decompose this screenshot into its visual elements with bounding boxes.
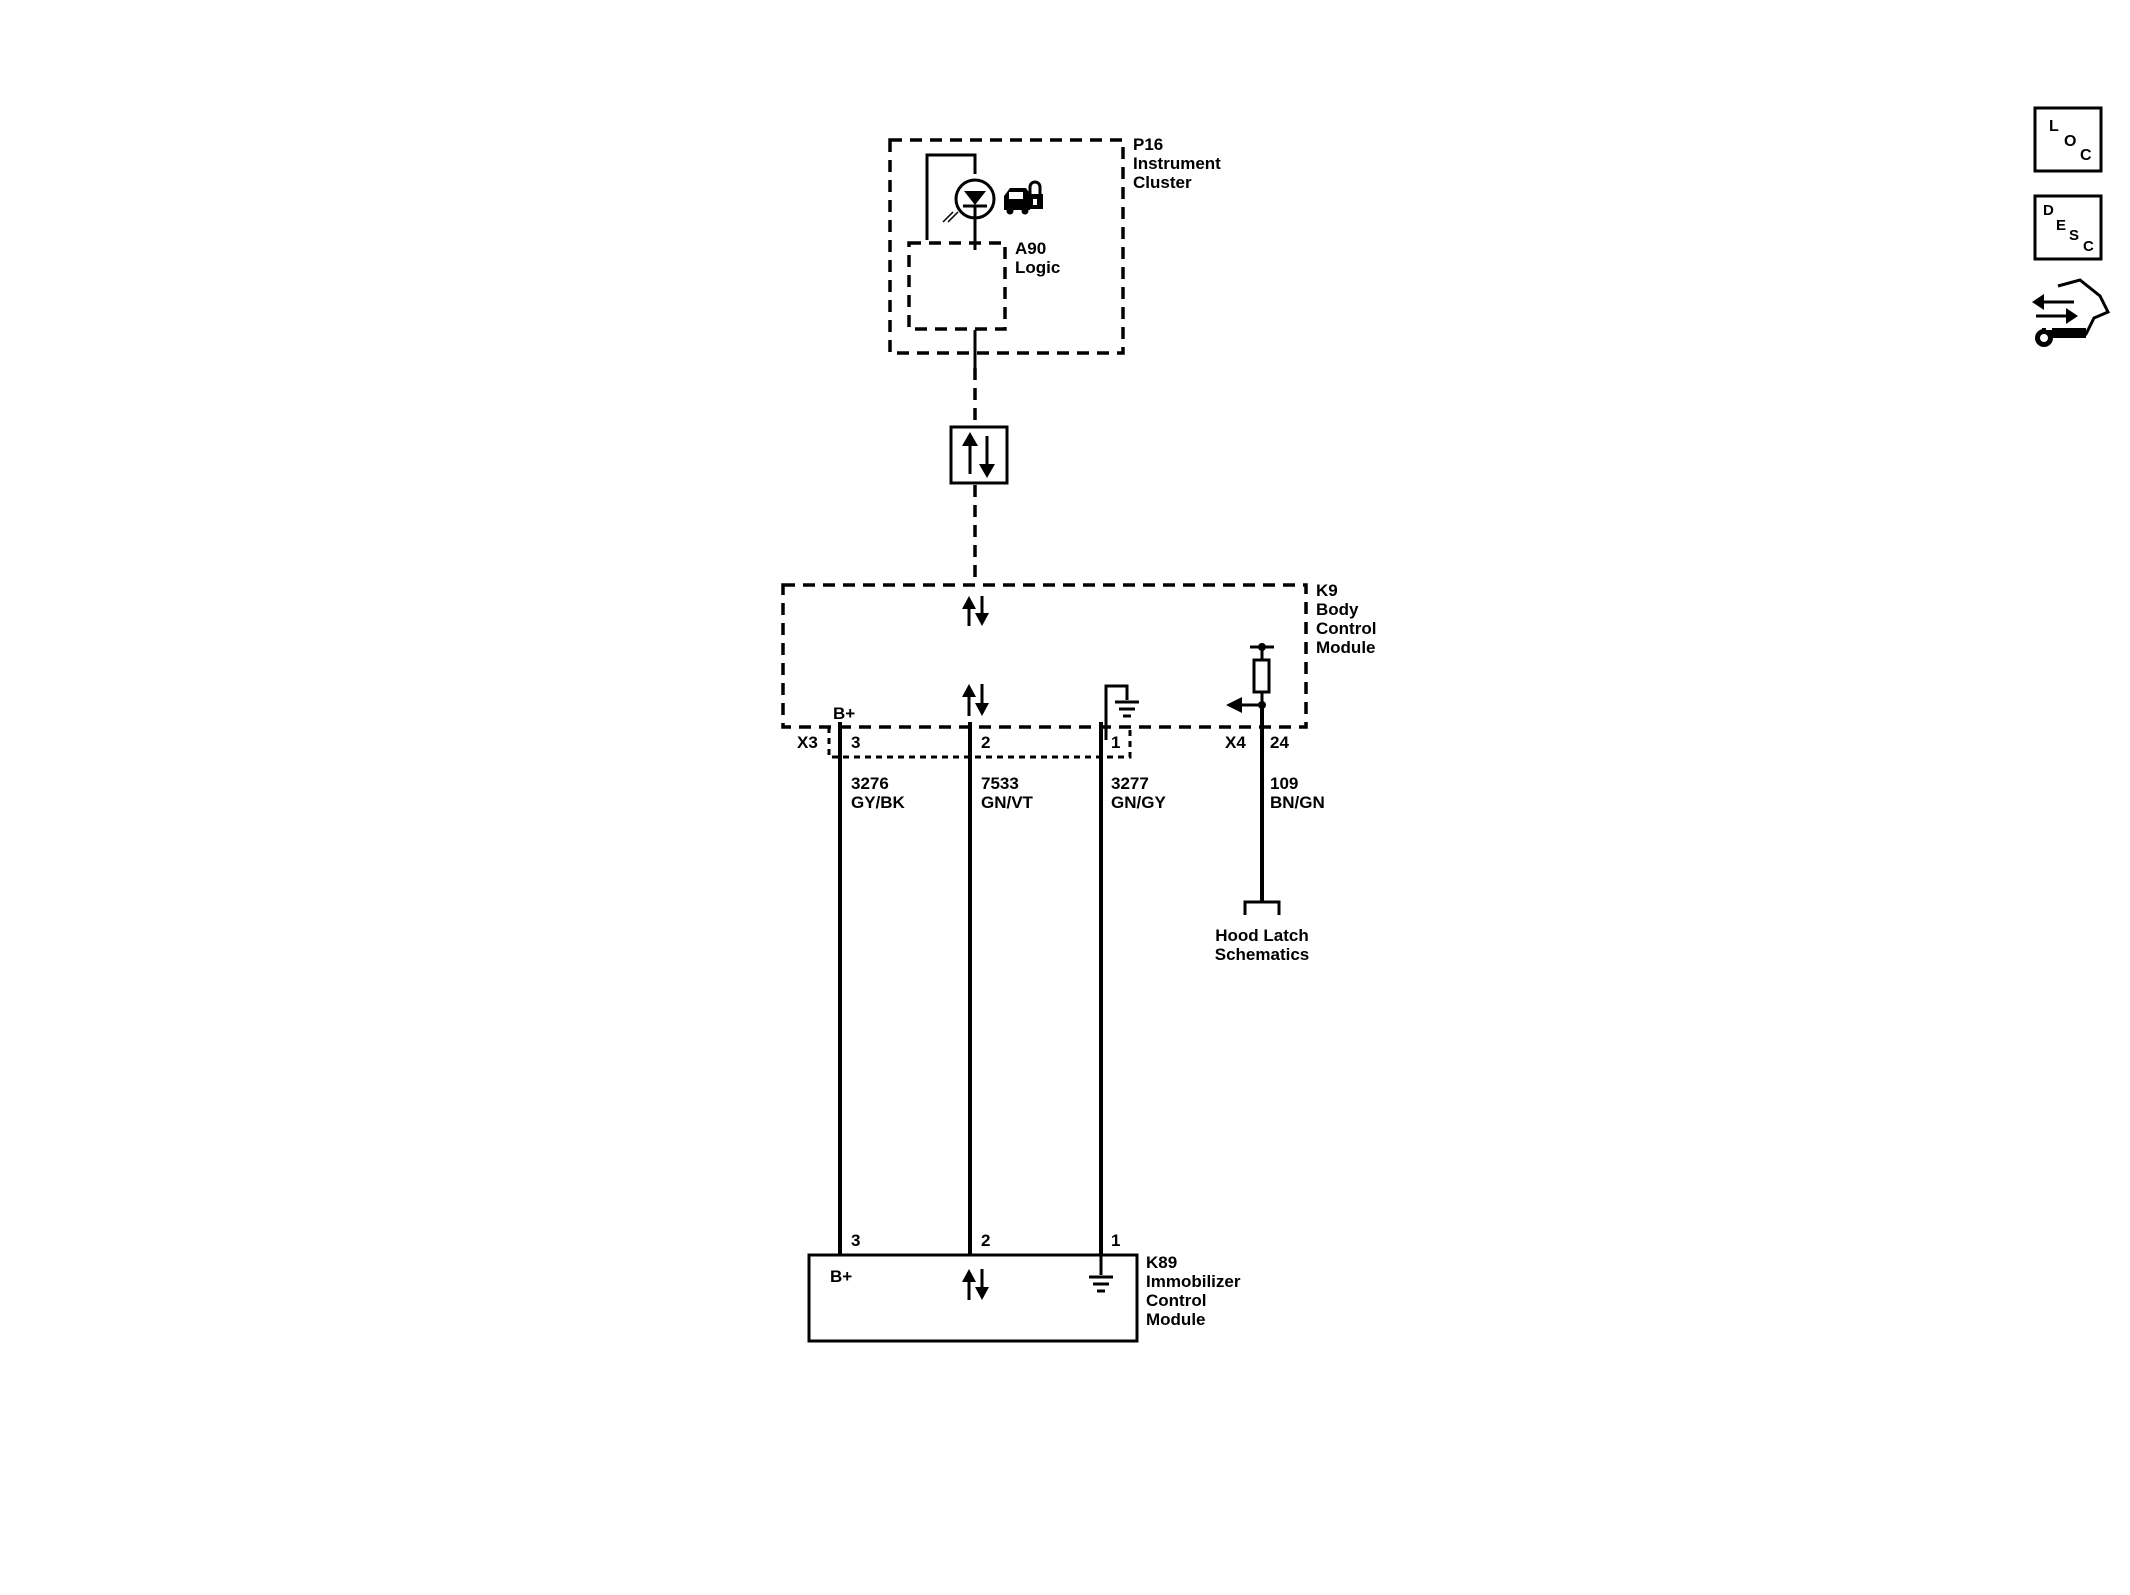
k9-name-line3: Module: [1316, 638, 1376, 657]
x4-connector[interactable]: X4 24: [1225, 733, 1289, 752]
p16-name-line2: Cluster: [1133, 173, 1192, 192]
vehicle-security-icon: [1004, 180, 1043, 215]
k89-pin-1: 1: [1111, 1231, 1120, 1250]
p16-name-line1: Instrument: [1133, 154, 1221, 173]
k9-bplus-label: B+: [833, 704, 855, 723]
wire-109[interactable]: 109 BN/GN: [1260, 705, 1325, 902]
a90-id: A90: [1015, 239, 1046, 258]
hood-latch-schematics-reference[interactable]: Hood Latch Schematics: [1215, 900, 1310, 964]
k9-body-control-module[interactable]: K9 Body Control Module B+: [781, 581, 1376, 740]
k89-pin-2: 2: [981, 1231, 990, 1250]
serial-data-arrows-icon: [962, 684, 989, 716]
p16-instrument-cluster[interactable]: P16 Instrument Cluster A90 Log: [888, 135, 1221, 355]
loc-letter-o: O: [2064, 133, 2076, 150]
k89-id: K89: [1146, 1253, 1177, 1272]
desc-letter-e: E: [2056, 217, 2066, 234]
k9-name-line1: Body: [1316, 600, 1359, 619]
indicator-led-icon: [942, 178, 996, 250]
reference-line1: Hood Latch: [1215, 926, 1309, 945]
k89-immobilizer-control-module[interactable]: 3 2 1 K89 Immobilizer Control Module B+: [807, 1231, 1241, 1343]
serial-data-arrows-icon: [962, 596, 989, 626]
k89-bplus-label: B+: [830, 1267, 852, 1286]
k9-name-line2: Control: [1316, 619, 1376, 638]
wire-7533[interactable]: 7533 GN/VT: [968, 722, 1034, 1255]
connector-repair-icon[interactable]: [2032, 278, 2111, 347]
a90-name: Logic: [1015, 258, 1060, 277]
wire-color: GY/BK: [851, 793, 906, 812]
x4-pin-24: 24: [1270, 733, 1289, 752]
wire-color: GN/GY: [1111, 793, 1166, 812]
x4-label: X4: [1225, 733, 1246, 752]
loc-letter-l: L: [2049, 118, 2059, 135]
desc-icon[interactable]: D E S C: [2033, 194, 2103, 261]
loc-letter-c: C: [2080, 147, 2092, 164]
desc-letter-s: S: [2069, 227, 2079, 244]
serial-data-arrows-icon: [962, 1269, 989, 1300]
a90-logic[interactable]: A90 Logic: [907, 239, 1060, 331]
serial-data-icon: [949, 425, 1009, 485]
loc-icon[interactable]: L O C: [2033, 106, 2103, 173]
reference-line2: Schematics: [1215, 945, 1310, 964]
wire-3277[interactable]: 3277 GN/GY: [1099, 722, 1166, 1255]
k89-pin-3: 3: [851, 1231, 860, 1250]
wire-color: GN/VT: [981, 793, 1034, 812]
k89-name-line3: Module: [1146, 1310, 1206, 1329]
p16-id: P16: [1133, 135, 1163, 154]
wire-circuit: 7533: [981, 774, 1019, 793]
wire-3276[interactable]: 3276 GY/BK: [838, 722, 906, 1255]
ground-icon: [1089, 1255, 1113, 1293]
desc-letter-d: D: [2043, 202, 2054, 219]
k9-id: K9: [1316, 581, 1338, 600]
wire-circuit: 109: [1270, 774, 1298, 793]
x3-pin-1: 1: [1111, 733, 1120, 752]
x3-label: X3: [797, 733, 818, 752]
pullup-resistor-icon: [1226, 643, 1274, 713]
x3-pin-3: 3: [851, 733, 860, 752]
x3-pin-2: 2: [981, 733, 990, 752]
wire-circuit: 3276: [851, 774, 889, 793]
wire-color: BN/GN: [1270, 793, 1325, 812]
desc-letter-c: C: [2083, 238, 2094, 255]
wire-circuit: 3277: [1111, 774, 1149, 793]
k89-name-line2: Control: [1146, 1291, 1206, 1310]
k89-name-line1: Immobilizer: [1146, 1272, 1241, 1291]
ground-icon: [1104, 684, 1139, 740]
x3-connector[interactable]: X3 3 2 1: [797, 727, 1132, 759]
